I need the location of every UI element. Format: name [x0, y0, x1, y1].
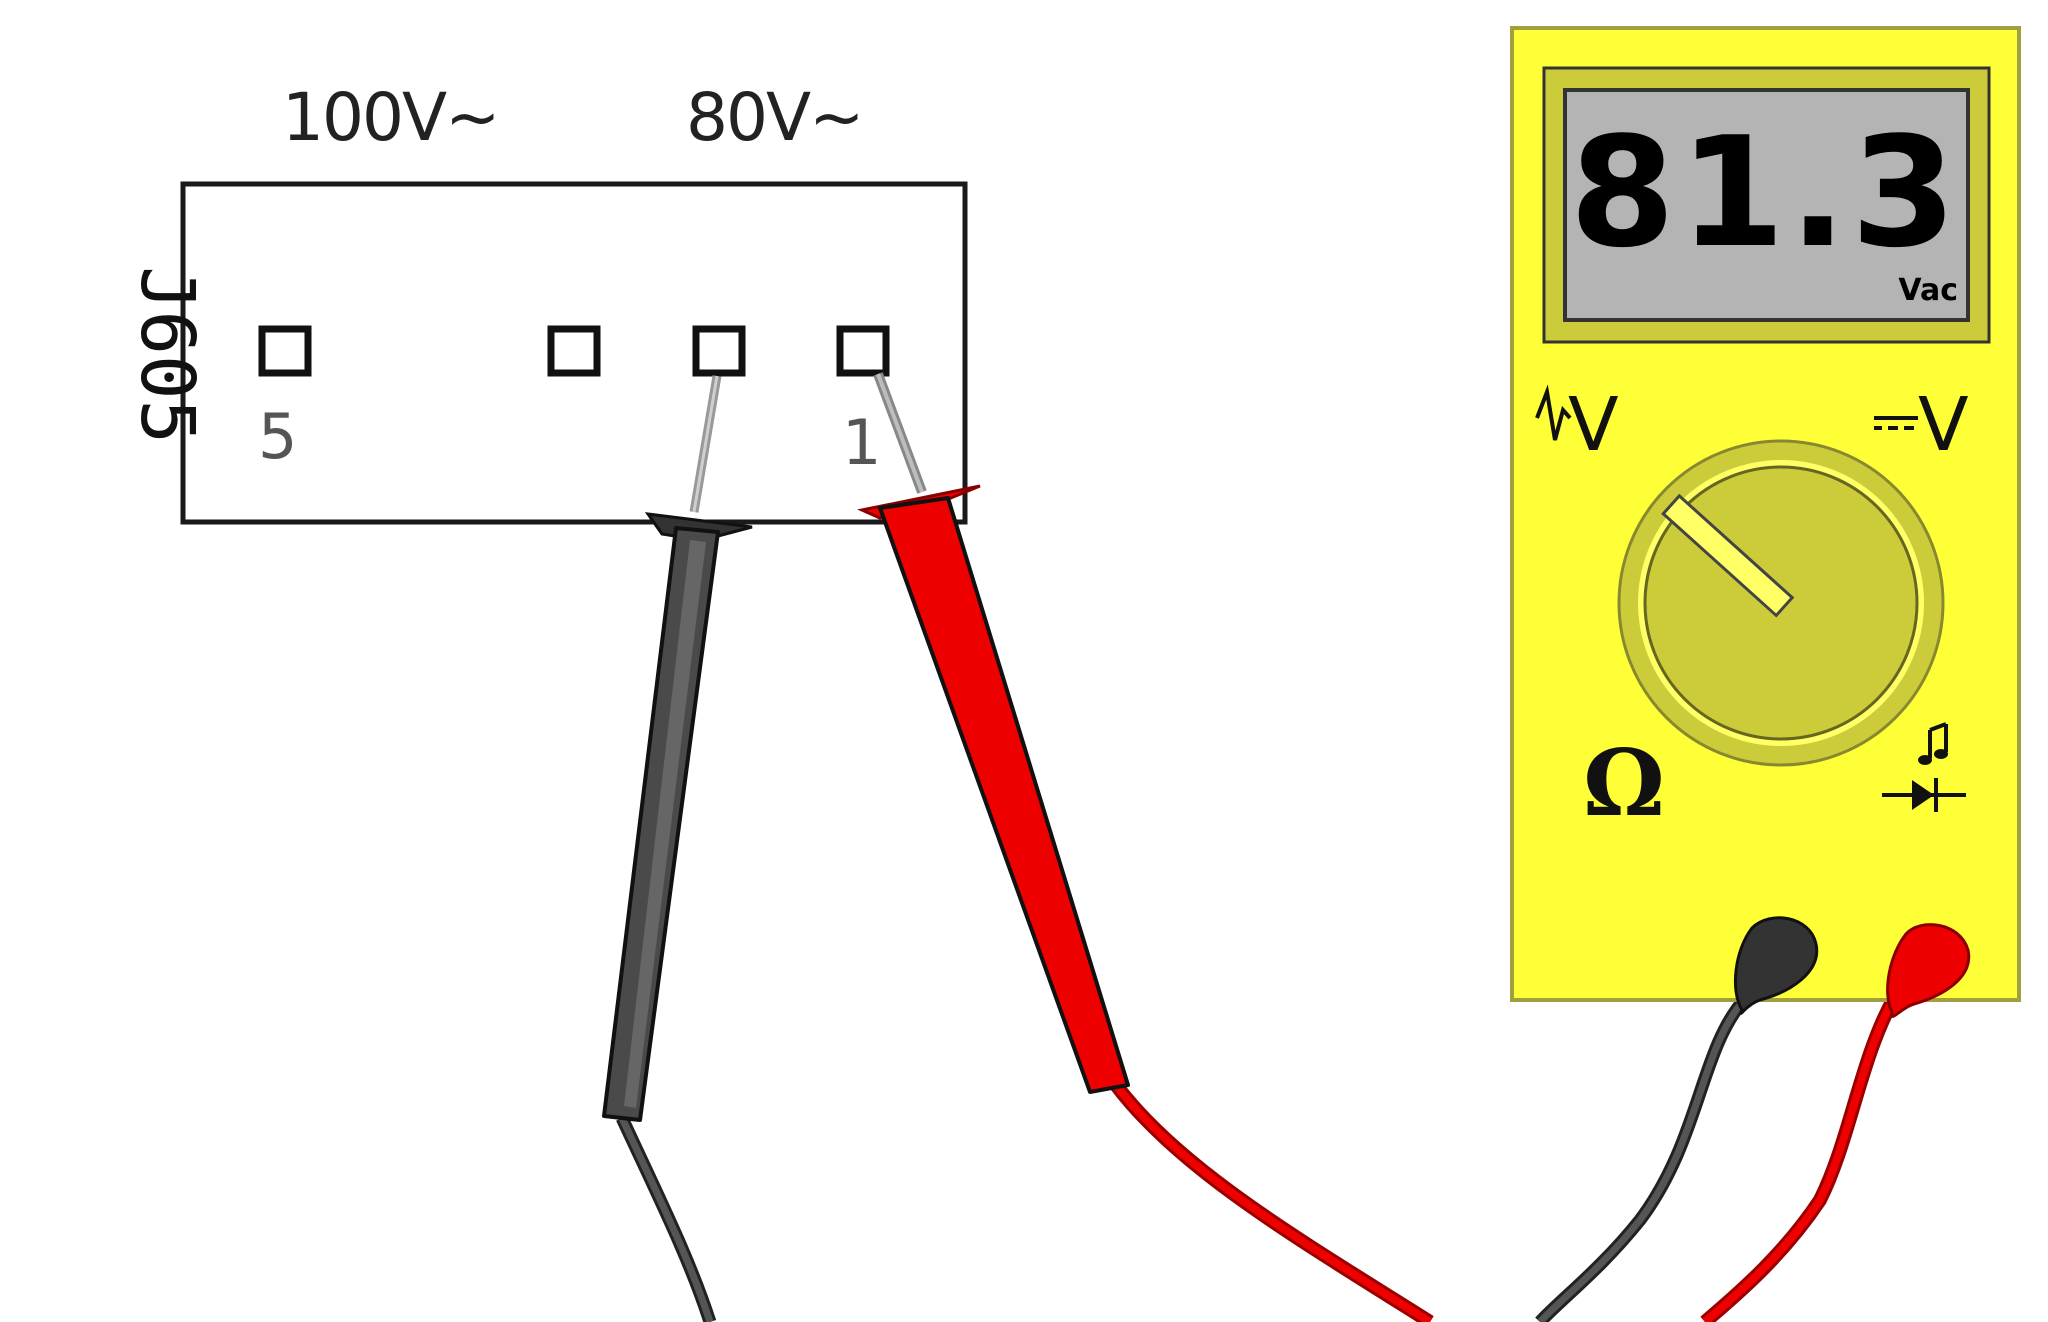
dc-volts-label: V — [1918, 382, 1969, 468]
display-reading: 81.3 — [1569, 104, 1960, 281]
probe-wires — [616, 995, 1900, 1322]
red-lead-plug[interactable] — [1886, 923, 1971, 1018]
red-probe[interactable] — [857, 372, 1130, 1094]
rotary-selector-dial[interactable] — [1617, 439, 1945, 767]
pin-2-pad — [692, 325, 746, 377]
dc-symbol-icon — [1874, 416, 1918, 430]
display-unit: Vac — [1898, 273, 1958, 308]
display-screen — [1563, 88, 1970, 322]
black-lead-plug[interactable] — [1733, 916, 1819, 1015]
ac-volts-label: V — [1568, 382, 1619, 468]
dial-pointer — [1661, 493, 1795, 618]
continuity-music-note-icon — [1918, 722, 1948, 765]
connector-j605: J605 100V~ 80V~ 5 1 — [124, 79, 968, 525]
pin-5-pad — [258, 325, 312, 377]
meter-red-lead-wire — [1700, 996, 1900, 1322]
ac-wave-icon — [1535, 384, 1572, 441]
pin-4-pad — [547, 325, 601, 377]
pin-1-pad — [836, 325, 890, 377]
connector-designator: J605 — [124, 266, 210, 444]
voltage-label-100v: 100V~ — [282, 79, 498, 156]
red-probe-body — [878, 496, 1130, 1094]
pin-label-1: 1 — [842, 406, 881, 479]
pin-label-5: 5 — [258, 400, 297, 473]
multimeter: 81.3 Vac V V Ω — [1510, 26, 2021, 1018]
diode-icon — [1882, 778, 1966, 812]
ohms-label: Ω — [1583, 729, 1665, 837]
black-probe[interactable] — [602, 375, 753, 1122]
voltage-label-80v: 80V~ — [686, 79, 862, 156]
red-probe-wire — [1110, 1080, 1434, 1322]
